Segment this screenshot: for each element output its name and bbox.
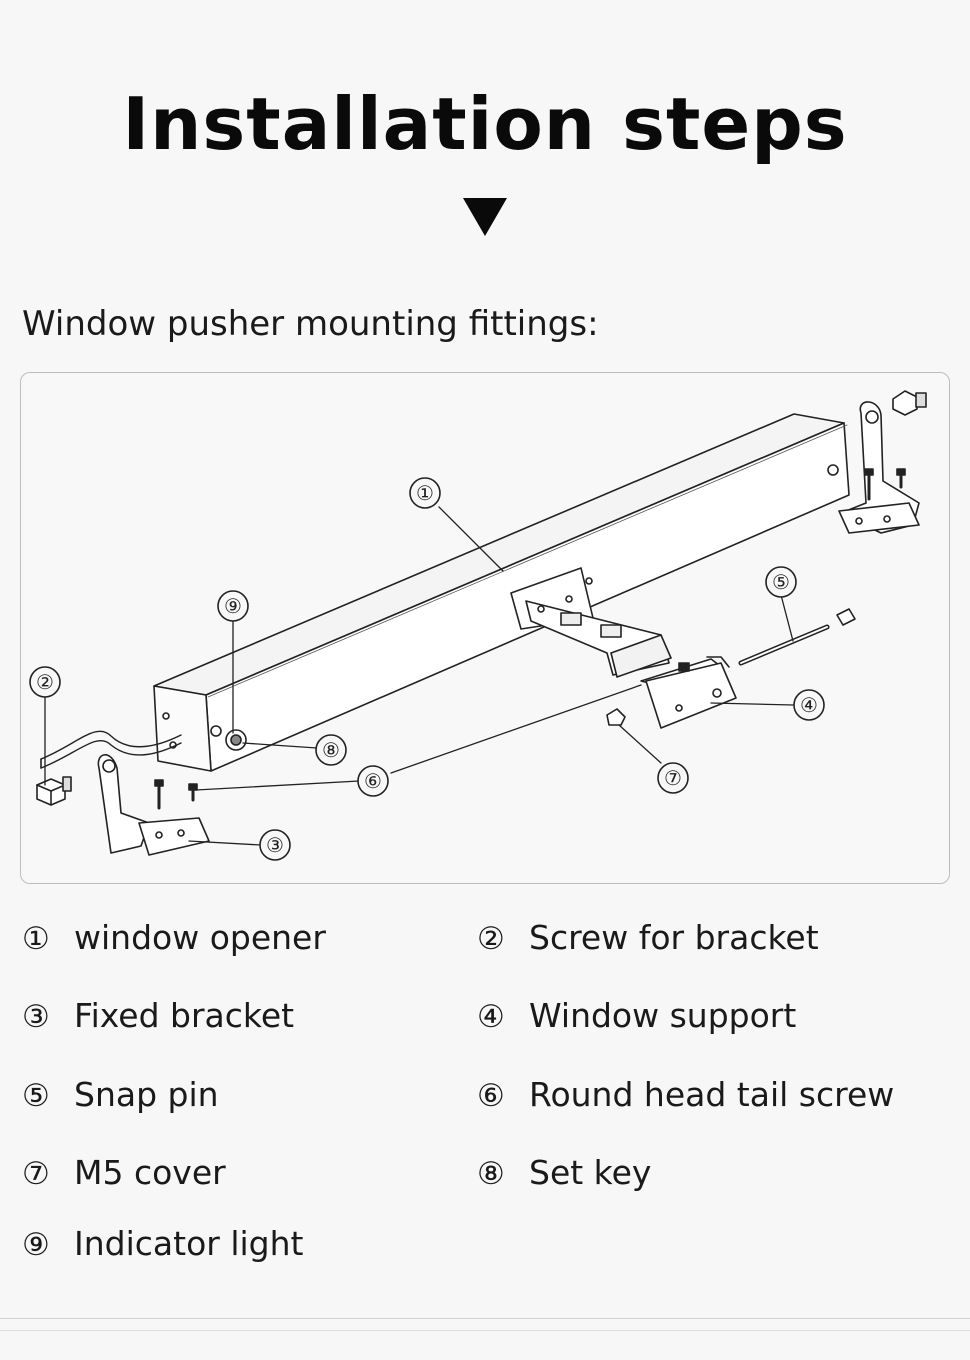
rear-bracket bbox=[838, 390, 927, 534]
legend-label: window opener bbox=[74, 918, 326, 957]
callout-label: ⑧ bbox=[322, 738, 340, 762]
legend-number: ⑧ bbox=[477, 1156, 505, 1192]
leader-lines bbox=[44, 506, 794, 846]
snap-pin bbox=[738, 608, 856, 666]
callout-label: ⑥ bbox=[364, 769, 382, 793]
power-cable bbox=[40, 730, 182, 769]
legend-item: ④ Window support bbox=[477, 996, 796, 1035]
footer-divider bbox=[0, 1330, 970, 1331]
indicator-light bbox=[225, 729, 247, 751]
legend-item: ① window opener bbox=[22, 918, 326, 957]
legend-label: Screw for bracket bbox=[529, 918, 819, 957]
bracket-screw bbox=[36, 776, 72, 806]
legend-number: ⑤ bbox=[22, 1078, 50, 1114]
m5-cover bbox=[606, 708, 626, 726]
callout-label: ⑦ bbox=[664, 766, 682, 790]
legend-number: ② bbox=[477, 921, 505, 957]
small-screws bbox=[154, 779, 198, 810]
legend-item: ⑧ Set key bbox=[477, 1153, 651, 1192]
page-title: Installation steps bbox=[122, 82, 848, 166]
legend-item: ⑨ Indicator light bbox=[22, 1224, 303, 1263]
legend-number: ⑦ bbox=[22, 1156, 50, 1192]
legend-label: M5 cover bbox=[74, 1153, 226, 1192]
legend-label: Set key bbox=[529, 1153, 652, 1192]
legend-item: ⑦ M5 cover bbox=[22, 1153, 226, 1192]
legend-item: ⑤ Snap pin bbox=[22, 1075, 219, 1114]
legend-number: ⑨ bbox=[22, 1227, 50, 1263]
legend-item: ⑥ Round head tail screw bbox=[477, 1075, 894, 1114]
callout-label: ② bbox=[36, 670, 54, 694]
legend-number: ③ bbox=[22, 999, 50, 1035]
legend-label: Window support bbox=[529, 996, 797, 1035]
legend-number: ⑥ bbox=[477, 1078, 505, 1114]
legend-number: ① bbox=[22, 921, 50, 957]
chain-bracket bbox=[510, 567, 672, 678]
legend-label: Snap pin bbox=[74, 1075, 219, 1114]
footer-divider bbox=[0, 1318, 970, 1319]
callout-label: ④ bbox=[800, 693, 818, 717]
legend-label: Round head tail screw bbox=[529, 1075, 895, 1114]
callout-label: ⑨ bbox=[224, 594, 242, 618]
callout-label: ③ bbox=[266, 833, 284, 857]
legend-item: ③ Fixed bracket bbox=[22, 996, 294, 1035]
exploded-diagram: ① ② ③ ④ ⑤ ⑥ ⑦ ⑧ ⑨ bbox=[20, 372, 950, 884]
callout-circles bbox=[29, 477, 825, 861]
down-arrow-icon bbox=[463, 198, 507, 236]
fixed-bracket bbox=[97, 754, 210, 856]
legend-label: Indicator light bbox=[74, 1224, 304, 1263]
callout-label: ⑤ bbox=[772, 570, 790, 594]
round-head-screw bbox=[678, 662, 690, 672]
section-subtitle: Window pusher mounting fittings: bbox=[22, 304, 599, 344]
legend-number: ④ bbox=[477, 999, 505, 1035]
legend-label: Fixed bracket bbox=[74, 996, 295, 1035]
window-opener-body bbox=[153, 413, 850, 772]
callout-label: ① bbox=[416, 481, 434, 505]
legend-item: ② Screw for bracket bbox=[477, 918, 819, 957]
